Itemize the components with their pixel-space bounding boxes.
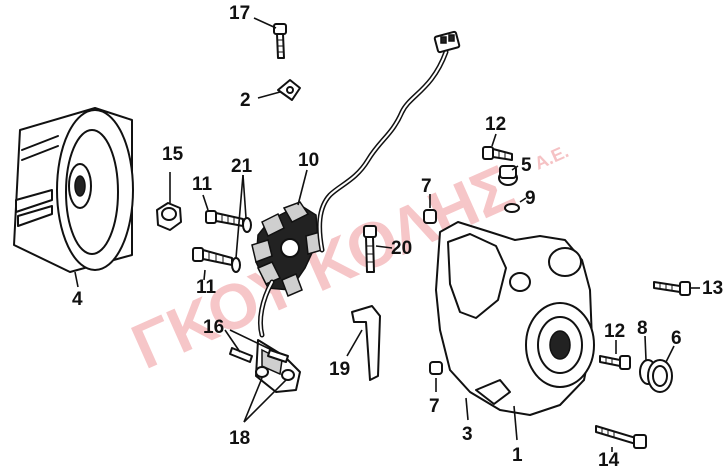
watermark-suffix: A.E. bbox=[531, 141, 571, 174]
callout-7-upper: 7 bbox=[421, 176, 432, 197]
part-washers[interactable] bbox=[231, 174, 252, 273]
part-bolt-17[interactable] bbox=[253, 17, 287, 59]
part-bolt-14[interactable] bbox=[595, 425, 647, 452]
part-bolt-11-upper[interactable] bbox=[202, 194, 244, 227]
part-bolt-12-upper[interactable] bbox=[482, 133, 513, 161]
part-o-ring[interactable] bbox=[504, 197, 527, 213]
callout-12-upper: 12 bbox=[485, 114, 506, 135]
callout-17: 17 bbox=[229, 3, 250, 24]
callout-4: 4 bbox=[72, 289, 83, 310]
callout-1: 1 bbox=[512, 445, 523, 466]
part-bolt-13[interactable] bbox=[653, 281, 700, 296]
part-pickup-coil[interactable] bbox=[224, 329, 301, 423]
callout-5: 5 bbox=[521, 155, 532, 176]
part-bolt-20[interactable] bbox=[363, 225, 393, 273]
callout-10: 10 bbox=[298, 150, 319, 171]
callout-11-lower: 11 bbox=[196, 277, 217, 298]
part-bracket-19[interactable] bbox=[346, 305, 381, 381]
callout-13: 13 bbox=[702, 278, 723, 299]
part-flange-nut[interactable] bbox=[156, 172, 182, 231]
part-stator[interactable] bbox=[251, 169, 323, 297]
callout-12-lower: 12 bbox=[604, 321, 625, 342]
callout-11-upper: 11 bbox=[192, 174, 213, 195]
callout-15: 15 bbox=[162, 144, 184, 165]
callout-16: 16 bbox=[203, 317, 224, 338]
part-bolt-12-lower[interactable] bbox=[599, 340, 631, 370]
callout-3: 3 bbox=[462, 424, 473, 445]
part-wire-clamp[interactable] bbox=[257, 79, 301, 101]
callout-7-lower: 7 bbox=[429, 396, 440, 417]
part-wiring-harness[interactable] bbox=[257, 30, 461, 338]
callout-20: 20 bbox=[391, 238, 412, 259]
callout-21: 21 bbox=[231, 156, 253, 177]
callout-2: 2 bbox=[240, 90, 251, 111]
part-dowel-pin-lower[interactable] bbox=[429, 361, 443, 392]
part-dowel-pin-upper[interactable] bbox=[423, 194, 437, 224]
callout-6: 6 bbox=[671, 328, 682, 349]
part-cover-cap[interactable] bbox=[647, 345, 675, 393]
callout-18: 18 bbox=[229, 428, 250, 449]
callout-labels: 17 2 10 15 21 11 11 4 16 18 19 20 7 7 12… bbox=[72, 3, 723, 469]
part-plug-5[interactable] bbox=[498, 165, 519, 186]
part-flywheel-rotor[interactable] bbox=[13, 107, 134, 288]
callout-8: 8 bbox=[637, 318, 648, 339]
callout-9: 9 bbox=[525, 188, 536, 209]
callout-14: 14 bbox=[598, 450, 620, 469]
callout-19: 19 bbox=[329, 359, 350, 380]
part-crankcase-cover[interactable] bbox=[435, 221, 595, 441]
